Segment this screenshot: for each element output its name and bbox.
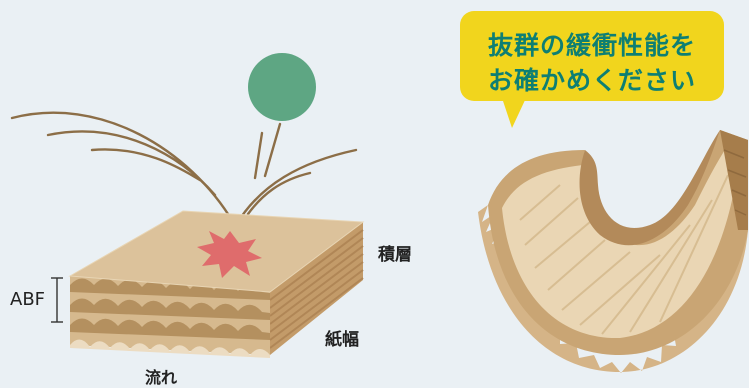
speech-bubble-tail	[502, 98, 526, 128]
impact-burst-icon	[197, 231, 262, 278]
paper-width-label: 紙幅	[325, 330, 359, 350]
flow-direction-label: 流れ	[145, 368, 178, 387]
curved-cardboard-roll	[478, 130, 748, 373]
stack-label: 積層	[378, 245, 412, 265]
green-ball-icon	[248, 53, 316, 121]
bubble-text-line-2: お確かめください	[487, 66, 696, 95]
cardboard-block	[68, 210, 365, 358]
bubble-text-line-1: 抜群の緩衝性能を	[487, 31, 696, 60]
speech-bubble: 抜群の緩衝性能を お確かめください	[460, 11, 724, 101]
abf-label: ABF	[10, 289, 46, 310]
abf-bracket	[51, 277, 63, 323]
bounce-lines	[10, 111, 358, 227]
